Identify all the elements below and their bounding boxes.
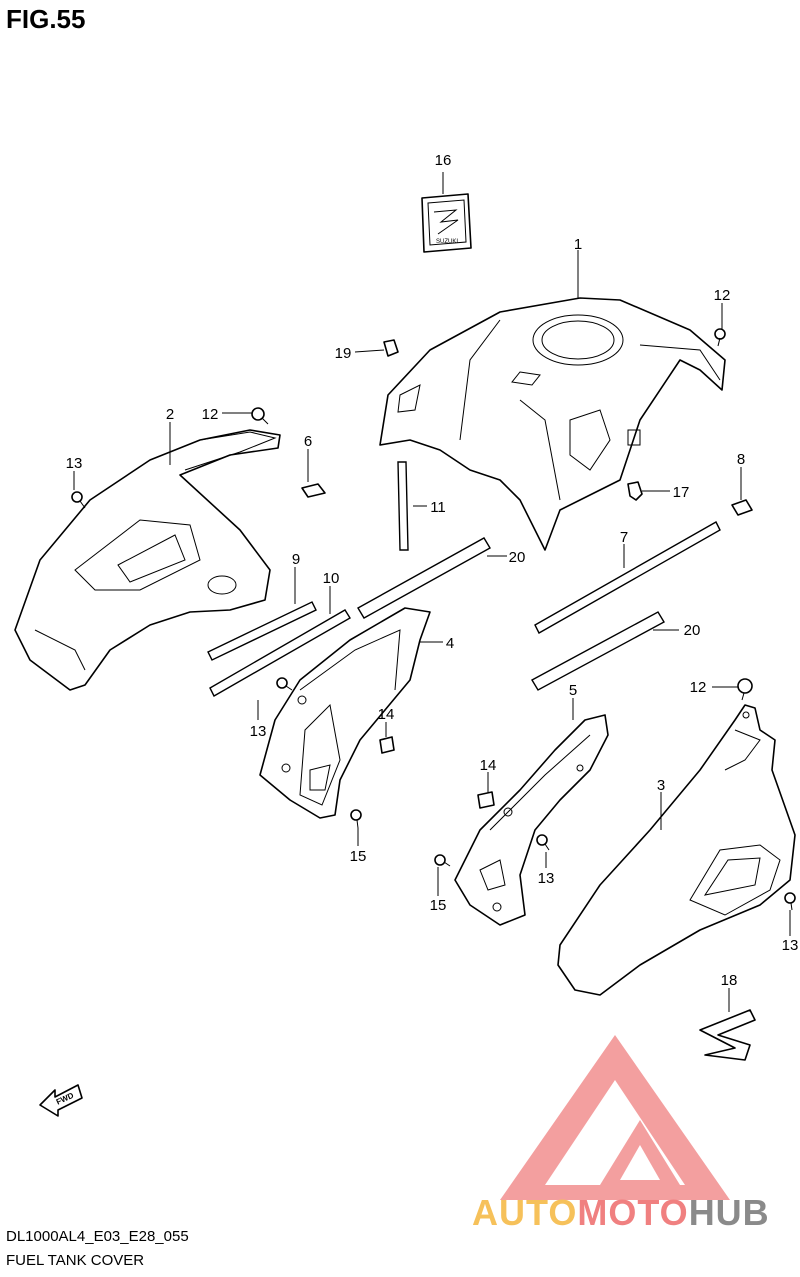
screw-13-c (536, 834, 550, 851)
watermark-hub: HUB (688, 1192, 770, 1233)
inner-bracket-right-5 (454, 714, 609, 926)
callout-6: 6 (304, 433, 312, 450)
callout-4: 4 (446, 635, 454, 652)
watermark-logo (500, 1035, 730, 1200)
callout-11: 11 (430, 499, 446, 516)
screw-13-a (71, 491, 86, 509)
watermark-auto: AUTO (472, 1192, 578, 1233)
callout-13-d: 13 (782, 937, 799, 954)
callout-10: 10 (323, 570, 340, 587)
callout-labels: 16 1 12 19 2 12 6 8 13 17 11 7 20 9 10 2… (66, 152, 799, 989)
watermark-text: AUTOMOTOHUB (472, 1192, 770, 1234)
forward-direction-arrow: FWD (39, 1084, 83, 1117)
trim-strip-7 (534, 521, 721, 634)
callout-3: 3 (657, 777, 665, 794)
model-code: DL1000AL4_E03_E28_055 (6, 1228, 189, 1245)
callout-13-b: 13 (250, 723, 267, 740)
callout-7: 7 (620, 529, 628, 546)
callout-12-left: 12 (202, 406, 219, 423)
callout-9: 9 (292, 551, 300, 568)
callout-1: 1 (574, 236, 582, 253)
screw-15-b (434, 854, 451, 867)
trim-strip-20-upper (357, 537, 491, 619)
grommet-19 (383, 339, 399, 357)
callout-19: 19 (335, 345, 352, 362)
trim-strip-9 (207, 601, 317, 661)
side-cover-left-2 (14, 429, 281, 691)
callout-2: 2 (166, 406, 174, 423)
callout-14-left: 14 (378, 706, 395, 723)
callout-17: 17 (673, 484, 690, 501)
callout-16: 16 (435, 152, 452, 169)
callout-12-top: 12 (714, 287, 731, 304)
clip-14-left (379, 736, 395, 754)
bolt-12-left (251, 407, 269, 425)
callout-14-right: 14 (480, 757, 497, 774)
leader-lines (73, 172, 791, 1012)
callout-15-a: 15 (350, 848, 367, 865)
callout-13-a: 13 (66, 455, 83, 472)
figure-title: FIG.55 (6, 4, 86, 34)
callout-15-b: 15 (430, 897, 447, 914)
callout-13-c: 13 (538, 870, 555, 887)
side-cover-right-3 (557, 704, 796, 996)
callout-20-lower: 20 (684, 622, 701, 639)
emblem-badge-16: SUZUKI (421, 193, 472, 253)
callout-12-right: 12 (690, 679, 707, 696)
bolt-12-top (714, 328, 726, 347)
trim-strip-20-lower (531, 611, 665, 691)
trim-strip-10 (209, 609, 351, 697)
screw-13-b (276, 677, 293, 691)
watermark-moto: MOTO (577, 1192, 689, 1233)
pad-6 (301, 483, 326, 498)
bolt-12-right (737, 678, 753, 701)
callout-5: 5 (569, 682, 577, 699)
figure-name: FUEL TANK COVER (6, 1252, 145, 1269)
callout-8: 8 (737, 451, 745, 468)
callout-18: 18 (721, 972, 738, 989)
emblem-sticker-18 (699, 1009, 756, 1061)
clip-14-right (477, 791, 495, 809)
fuel-tank-cover-1 (379, 297, 726, 551)
inner-cover-left-4 (259, 607, 431, 819)
callout-20-upper: 20 (509, 549, 526, 566)
screw-15-a (350, 809, 362, 829)
emblem-text: SUZUKI (436, 239, 458, 245)
clip-17 (627, 481, 643, 501)
screw-13-d (784, 892, 796, 911)
pad-8 (731, 499, 753, 516)
trim-strip-11 (397, 461, 409, 551)
